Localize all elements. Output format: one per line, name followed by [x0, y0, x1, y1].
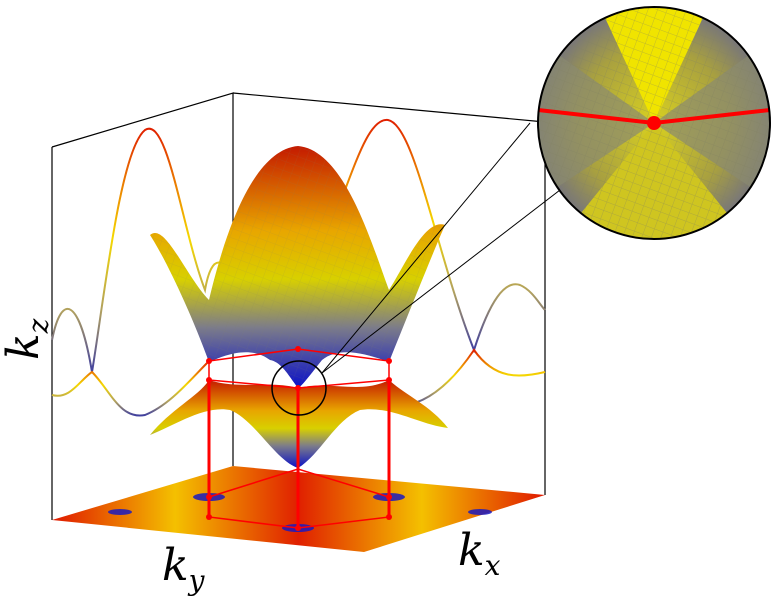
kz-axis-sub: z	[22, 318, 55, 334]
kx-axis-label: kx	[458, 525, 501, 582]
zoom-source-circle	[271, 360, 327, 416]
kz-axis-label: kz	[0, 318, 55, 360]
zoom-dirac-point	[647, 116, 661, 130]
magnifier-indicator	[271, 122, 561, 416]
ky-axis-sub: y	[187, 564, 206, 596]
zoom-leader-line-upper	[321, 122, 531, 374]
left-wall-lower-curve	[51, 359, 211, 417]
zoomed-dirac-cone	[537, 6, 771, 240]
right-wall-upper-curve	[344, 118, 546, 353]
kx-axis-sub: x	[485, 549, 501, 582]
ky-axis-base: k	[162, 540, 189, 591]
zoom-leader-line-lower	[321, 189, 561, 374]
left-wall-upper-curve	[51, 127, 234, 373]
axis-labels: ky kx kz	[0, 318, 501, 596]
kz-axis-base: k	[0, 333, 49, 360]
upper-band-mesh	[150, 146, 445, 388]
zoom-lens-border	[537, 6, 771, 240]
dirac-points	[206, 346, 392, 531]
kx-axis-base: k	[458, 525, 485, 576]
brillouin-zone	[206, 346, 392, 531]
box-top-right-edge	[232, 92, 546, 123]
floor-dirac-spots	[108, 493, 492, 532]
ky-axis-label: ky	[162, 540, 206, 596]
